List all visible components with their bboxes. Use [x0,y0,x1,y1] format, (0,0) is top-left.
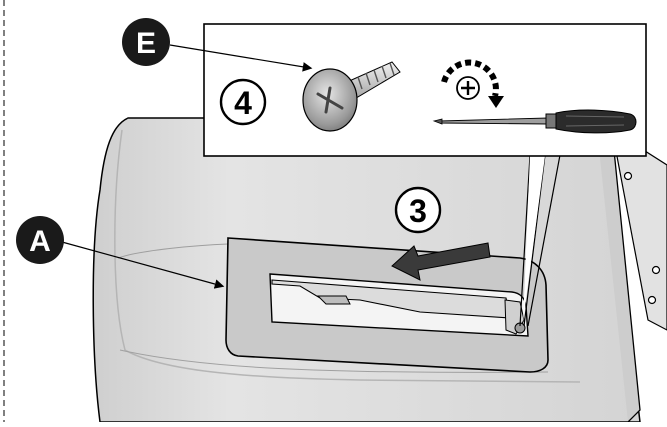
step-3-circle [394,186,442,234]
callout-a-leader [61,241,225,289]
door-panel-lower-edge [119,349,549,373]
callout-a-badge [16,216,64,264]
pull-arrow-icon [391,242,491,281]
callout-e-letter: E [136,27,156,60]
callout-e-leader [169,44,313,72]
callout-a-letter: A [29,225,51,258]
rotate-phillips-icon [441,59,504,108]
door-frame-bracket [611,128,667,331]
inner-handle-tab [316,295,351,305]
door-panel-crease [117,243,229,259]
inset-leader-fill [523,156,545,322]
detail-inset [203,23,647,157]
frame-hole [623,171,633,181]
step-3-number: 3 [409,193,427,229]
inset-leader [519,154,561,327]
callout-e-badge [122,18,170,66]
frame-hole [647,295,657,305]
screwdriver-icon [432,109,637,134]
door-panel-contour [114,129,581,383]
frame-hole [651,265,661,275]
step-4-circle [219,78,267,126]
screw-icon [302,61,401,132]
step-4-number: 4 [234,85,252,121]
